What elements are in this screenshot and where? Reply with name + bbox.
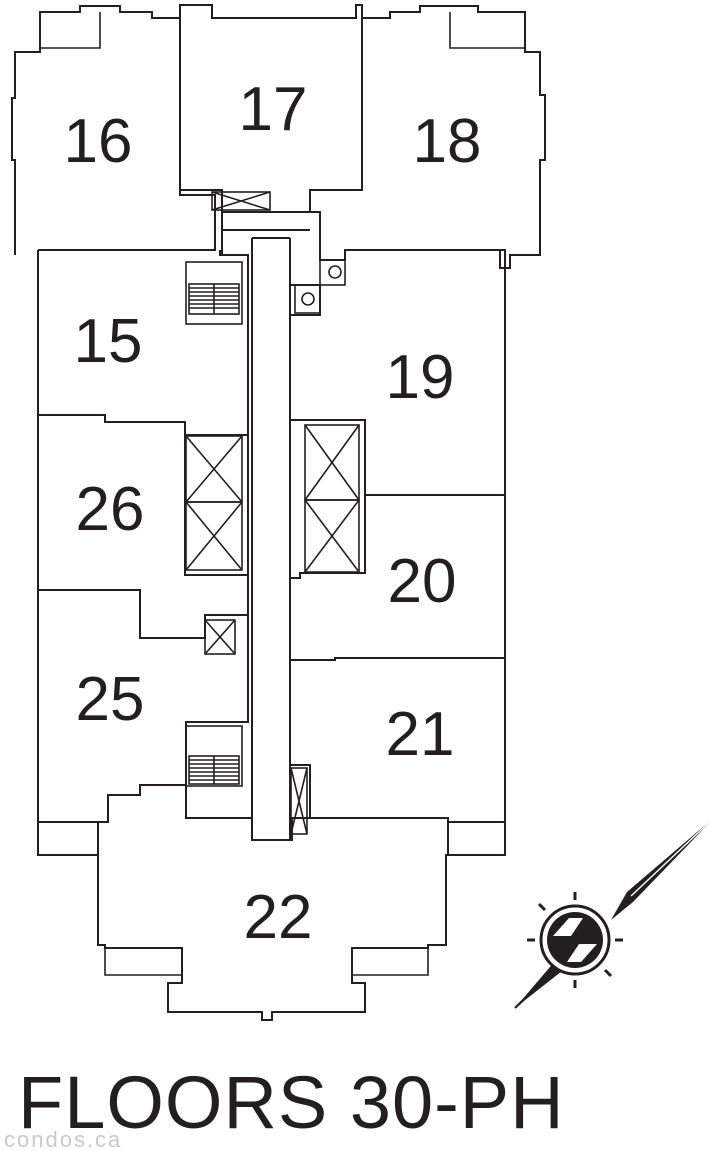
balcony-18 [449, 12, 525, 49]
east-balcony [446, 821, 506, 856]
suite-label-15[interactable]: 15 [74, 307, 143, 376]
suite-label-26[interactable]: 26 [76, 475, 145, 544]
chutes [294, 259, 346, 314]
terrace-22-right [352, 945, 429, 976]
terrace-22-left [104, 945, 182, 976]
suite-16-outline [11, 5, 216, 255]
balcony-16 [40, 12, 101, 49]
suite-label-25[interactable]: 25 [76, 665, 145, 734]
elevator-shafts [185, 191, 360, 835]
suite-label-18[interactable]: 18 [413, 107, 482, 176]
west-balcony [37, 822, 98, 856]
suite-label-20[interactable]: 20 [388, 547, 457, 616]
stairs-north [185, 261, 243, 325]
suite-label-17[interactable]: 17 [239, 75, 308, 144]
suite-15-outline [37, 250, 249, 436]
suite-label-16[interactable]: 16 [64, 107, 133, 176]
suite-label-22[interactable]: 22 [244, 883, 313, 952]
corridor [221, 212, 310, 840]
stairs-south [185, 725, 243, 787]
north-arrow-compass-icon [514, 814, 718, 1009]
plan-title: FLOORS 30-PH [18, 1061, 565, 1144]
suite-label-19[interactable]: 19 [386, 343, 455, 412]
suite-18-outline [310, 5, 546, 269]
suite-label-21[interactable]: 21 [386, 700, 455, 769]
watermark: condos.ca [4, 1127, 122, 1151]
